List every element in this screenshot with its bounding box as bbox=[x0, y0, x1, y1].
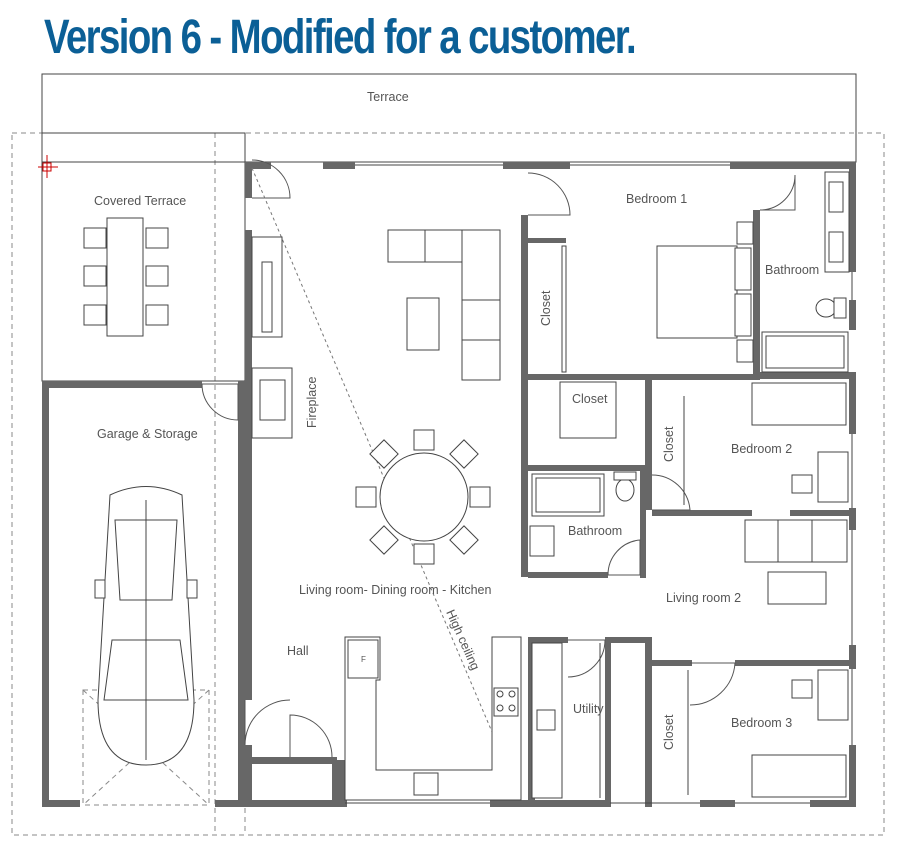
sectional-sofa bbox=[387, 229, 501, 381]
label-fridge: F bbox=[361, 655, 366, 664]
utility-fixtures bbox=[531, 642, 601, 799]
doors bbox=[201, 159, 796, 758]
label-closet-c: Closet bbox=[662, 426, 676, 462]
bathroom-2-fixtures bbox=[529, 471, 637, 557]
terrace-dining-set bbox=[83, 217, 169, 337]
bed-2 bbox=[751, 382, 849, 503]
label-covered-terrace: Covered Terrace bbox=[94, 194, 186, 208]
dining-table bbox=[355, 429, 491, 565]
label-garage: Garage & Storage bbox=[97, 427, 198, 441]
label-bedroom-2: Bedroom 2 bbox=[731, 442, 792, 456]
label-bathroom-1: Bathroom bbox=[765, 263, 819, 277]
bathroom-1-fixtures bbox=[761, 171, 850, 373]
label-high-ceiling: High ceiling bbox=[443, 608, 482, 673]
label-closet-d: Closet bbox=[662, 714, 676, 750]
windows bbox=[345, 164, 853, 804]
walls bbox=[42, 162, 856, 807]
label-closet-b: Closet bbox=[572, 392, 608, 406]
label-hall: Hall bbox=[287, 644, 309, 658]
label-terrace: Terrace bbox=[367, 90, 409, 104]
label-bedroom-1: Bedroom 1 bbox=[626, 192, 687, 206]
label-bedroom-3: Bedroom 3 bbox=[731, 716, 792, 730]
car bbox=[82, 486, 210, 806]
label-utility: Utility bbox=[573, 702, 604, 716]
fireplace-unit bbox=[251, 236, 293, 439]
label-closet-a: Closet bbox=[539, 290, 553, 326]
plan-title: Version 6 - Modified for a customer. bbox=[44, 11, 637, 64]
living-2-furniture bbox=[744, 519, 848, 605]
kitchen-counters bbox=[344, 636, 522, 801]
label-living-main: Living room- Dining room - Kitchen bbox=[299, 583, 491, 597]
terrace-outline bbox=[41, 73, 857, 163]
closet-rods bbox=[559, 245, 689, 795]
label-bathroom-2: Bathroom bbox=[568, 524, 622, 538]
bed-1 bbox=[656, 221, 754, 363]
bed-3 bbox=[751, 669, 849, 798]
label-living-2: Living room 2 bbox=[666, 591, 741, 605]
label-fireplace: Fireplace bbox=[305, 377, 319, 428]
survey-marker bbox=[38, 155, 58, 178]
